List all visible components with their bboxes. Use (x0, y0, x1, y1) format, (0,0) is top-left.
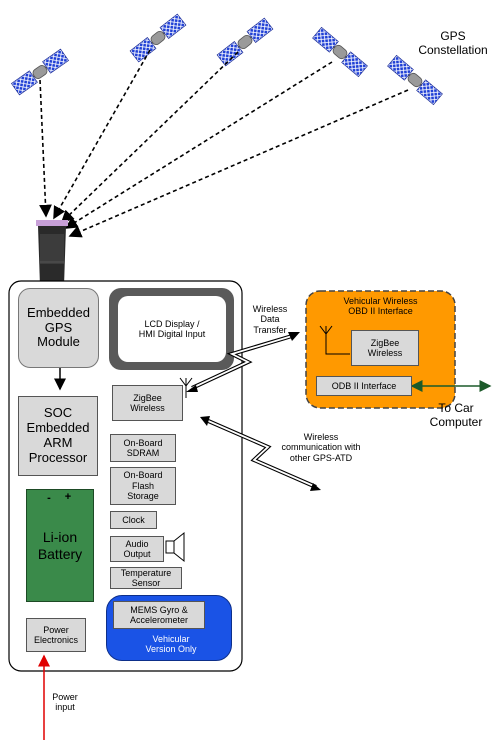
obd-title: Vehicular Wireless OBD II Interface (343, 296, 418, 317)
satellite-icon (311, 26, 369, 78)
battery-negative-label: - (47, 492, 51, 504)
gps-module-box: Embedded GPS Module (18, 288, 99, 368)
mems-gyro-box: MEMS Gyro & Accelerometer (113, 601, 205, 629)
satellite-icon (129, 13, 187, 63)
to-car-computer-label: To Car Computer (429, 401, 483, 429)
power-input-label: Power input (52, 692, 78, 713)
wireless-transfer-label: Wireless Data Transfer (252, 304, 288, 335)
power-electronics-box: Power Electronics (26, 618, 86, 652)
speaker-icon (165, 531, 185, 563)
gps-signal-lines (39, 49, 409, 238)
zigbee-antenna-icon (179, 377, 193, 398)
battery-label: Li-ion Battery (37, 529, 83, 562)
lcd-display-label: LCD Display / HMI Digital Input (138, 318, 206, 339)
battery-positive-label: + (64, 491, 72, 503)
obd-zigbee-box: ZigBee Wireless (351, 330, 419, 366)
obd-interface-box: ODB II Interface (316, 376, 412, 396)
satellite-icon (386, 54, 444, 106)
gps-antenna-icon (36, 220, 68, 286)
wireless-comm-link (200, 416, 321, 491)
audio-output-box: Audio Output (110, 536, 164, 562)
flash-storage-box: On-Board Flash Storage (110, 467, 176, 505)
clock-box: Clock (110, 511, 157, 529)
battery-box: Li-ion Battery (26, 489, 94, 602)
vehicular-only-label: Vehicular Version Only (145, 634, 197, 655)
wireless-transfer-link (186, 332, 300, 392)
satellite-icon (216, 17, 274, 67)
zigbee-wireless-box: ZigBee Wireless (112, 385, 183, 421)
wireless-comm-label: Wireless communication with other GPS-AT… (281, 432, 361, 463)
soc-processor-box: SOC Embedded ARM Processor (18, 396, 98, 476)
sdram-box: On-Board SDRAM (110, 434, 176, 462)
diagram-title: GPS Constellation (418, 29, 488, 57)
obd-antenna-icon (319, 325, 350, 355)
temperature-sensor-box: Temperature Sensor (110, 567, 182, 589)
